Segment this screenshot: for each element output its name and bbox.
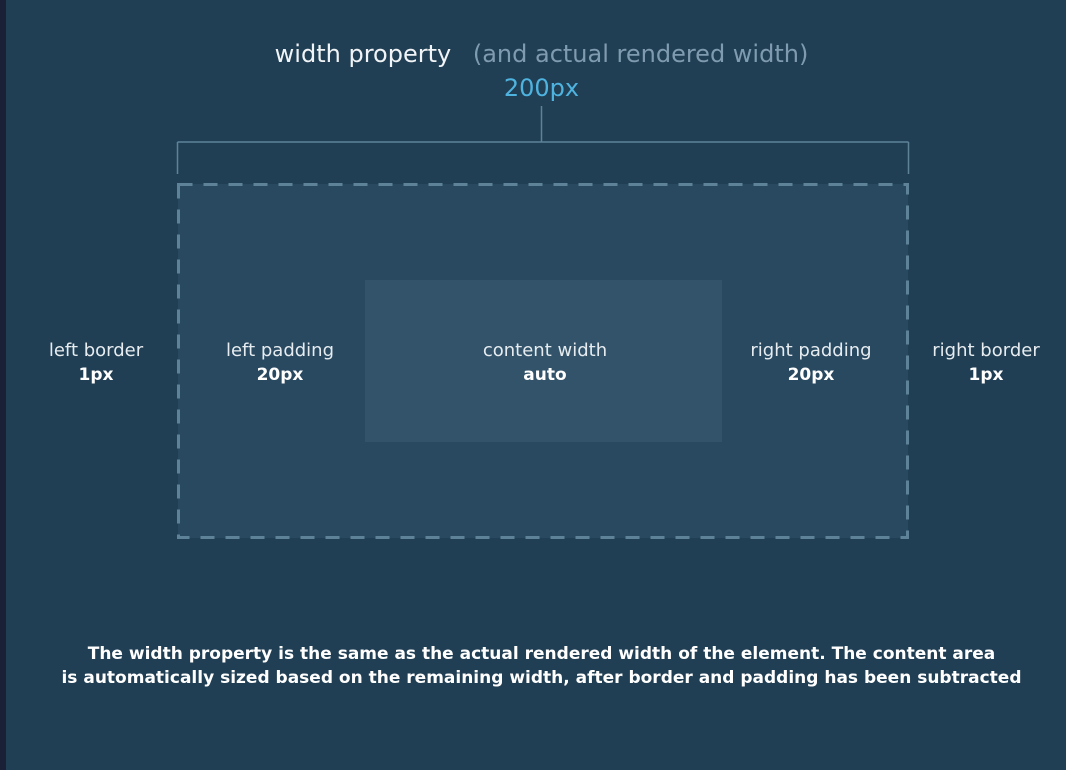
right-padding-label: right padding 20px	[736, 339, 886, 387]
content-box	[365, 280, 722, 442]
title-sub: (and actual rendered width)	[472, 40, 809, 68]
right-padding-name: right padding	[750, 340, 872, 361]
caption-line-1: The width property is the same as the ac…	[87, 644, 996, 664]
width-value: 200px	[503, 74, 580, 102]
dashed-border	[177, 183, 909, 539]
left-padding-label: left padding 20px	[210, 339, 350, 387]
content-width-name: content width	[482, 340, 608, 361]
title-main: width property	[274, 40, 452, 68]
content-width-label: content width auto	[455, 339, 635, 387]
left-border-name: left border	[48, 340, 144, 361]
left-edge-strip	[0, 0, 6, 770]
right-padding-value: 20px	[787, 365, 835, 385]
caption: The width property is the same as the ac…	[0, 642, 1066, 690]
left-padding-name: left padding	[225, 340, 335, 361]
caption-line-2: is automatically sized based on the rema…	[61, 668, 1022, 688]
width-bracket	[176, 106, 910, 174]
content-width-value: auto	[523, 365, 567, 385]
right-border-label: right border 1px	[921, 339, 1051, 387]
left-border-label: left border 1px	[36, 339, 156, 387]
right-border-value: 1px	[968, 365, 1004, 385]
left-border-value: 1px	[78, 365, 114, 385]
diagram-title: width property (and actual rendered widt…	[0, 38, 1066, 70]
right-border-name: right border	[932, 340, 1040, 361]
left-padding-value: 20px	[256, 365, 304, 385]
